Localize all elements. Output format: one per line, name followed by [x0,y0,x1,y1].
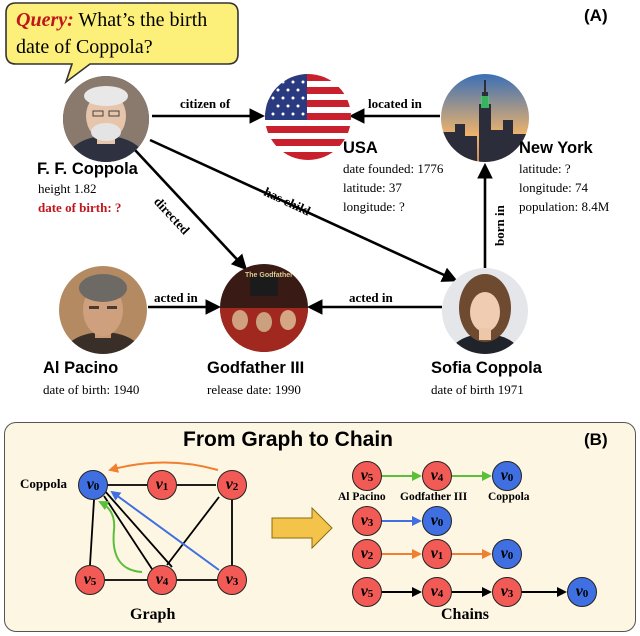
panel-b-tag: (B) [584,430,608,449]
chain-caption-al-pacino: Al Pacino [338,491,386,503]
label-located-in: located in [368,96,422,111]
newyork-name: New York [519,139,593,157]
sofia-name: Sofia Coppola [431,359,542,377]
chains-caption: Chains [441,606,490,623]
query-line2: date of Coppola? [16,36,153,58]
label-acted-in-left: acted in [154,290,198,305]
chain-caption-coppola: Coppola [488,491,530,503]
pacino-name: Al Pacino [43,359,119,377]
chain-caption-godfather: Godfather III [400,491,468,503]
coppola-name: F. F. Coppola [37,160,138,178]
label-acted-in-right: acted in [349,290,393,305]
godfather-poster-title: The Godfather [245,272,293,279]
sofia-coppola-portrait [442,268,528,354]
coppola-graph-label: Coppola [20,476,67,491]
godfather-name: Godfather III [207,359,305,377]
pacino-dob: date of birth: 1940 [43,382,140,397]
al-pacino-portrait [59,266,147,354]
label-citizen-of: citizen of [180,96,231,111]
usa-founded: date founded: 1776 [343,161,444,176]
panel-b-title: From Graph to Chain [183,428,393,451]
usa-flag-icon [265,74,351,160]
knowledge-graph-edges [134,108,493,315]
newyork-population: population: 8.4M [519,199,610,214]
coppola-height: height 1.82 [38,181,97,196]
newyork-longitude: longitude: 74 [519,180,588,195]
query-text: Query: What’s the birth date of Coppola? [16,7,207,61]
query-bubble [5,2,239,84]
newyork-latitude: latitude: ? [519,161,571,176]
coppola-dob: date of birth: ? [38,200,122,215]
usa-longitude: longitude: ? [343,199,405,214]
coppola-portrait [63,76,149,162]
graph-caption: Graph [130,606,176,623]
query-line1: What’s the birth [78,9,208,31]
usa-latitude: latitude: 37 [343,180,402,195]
sofia-dob: date of birth 1971 [431,382,524,397]
godfather-release: release date: 1990 [207,382,301,397]
edge-directed [134,149,248,271]
usa-name: USA [343,139,378,157]
panel-a-tag: (A) [584,6,608,25]
query-label: Query: [16,9,74,31]
edge-has-child [149,138,458,282]
